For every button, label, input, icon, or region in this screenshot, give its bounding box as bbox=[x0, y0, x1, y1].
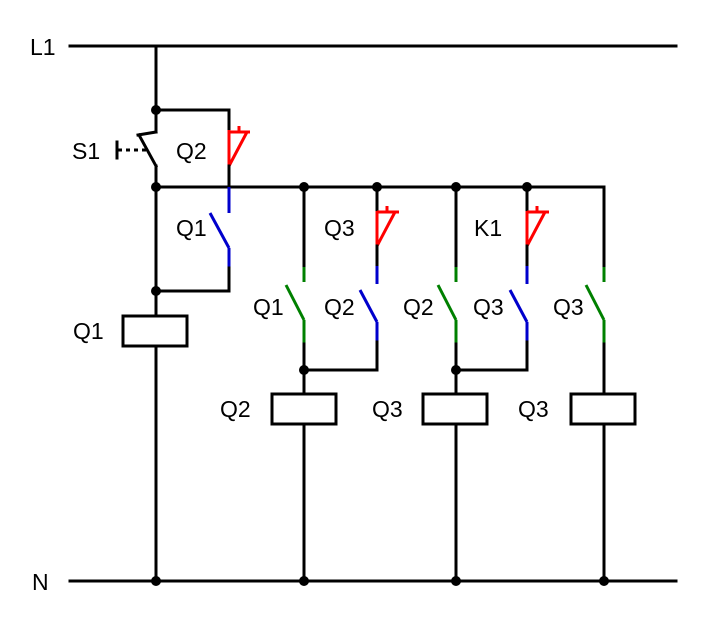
q2-no-contact-a bbox=[358, 266, 379, 342]
q3-no-contact-a bbox=[508, 266, 529, 342]
junction-dot bbox=[522, 182, 532, 192]
junction-dot bbox=[151, 286, 161, 296]
label-coil-q3-b: Q3 bbox=[518, 396, 549, 422]
junction-dot bbox=[299, 365, 309, 375]
junction-dot bbox=[151, 576, 161, 586]
label-rail-l1: L1 bbox=[30, 34, 56, 60]
junction-dot bbox=[451, 365, 461, 375]
s1-contact-top bbox=[136, 130, 158, 137]
label-q1-hold: Q1 bbox=[176, 215, 207, 241]
junction-dot bbox=[299, 182, 309, 192]
label-q1-no: Q1 bbox=[253, 294, 284, 320]
coil-q3-a bbox=[421, 392, 489, 426]
label-q3-no-b: Q3 bbox=[553, 294, 584, 320]
label-coil-q2: Q2 bbox=[220, 396, 251, 422]
label-coil-q3-a: Q3 bbox=[372, 396, 403, 422]
junction-dot bbox=[599, 576, 609, 586]
coil-q2 bbox=[270, 392, 338, 426]
label-q3-nc: Q3 bbox=[324, 215, 355, 241]
q3-nc-contact bbox=[375, 206, 399, 247]
junction-dot bbox=[451, 576, 461, 586]
junction-dot bbox=[372, 182, 382, 192]
s1-contact-blade bbox=[136, 132, 159, 169]
coil-q3-b bbox=[569, 392, 637, 426]
label-rail-n: N bbox=[32, 569, 49, 595]
junction-dot bbox=[451, 182, 461, 192]
label-q2-no-b: Q2 bbox=[403, 294, 434, 320]
label-q3-no-a: Q3 bbox=[473, 294, 504, 320]
label-s1: S1 bbox=[72, 138, 100, 164]
junction-dot bbox=[299, 576, 309, 586]
k1-nc-contact bbox=[525, 206, 549, 247]
q1-no-contact bbox=[284, 267, 306, 344]
label-q2-no-a: Q2 bbox=[324, 294, 355, 320]
label-q2-stop: Q2 bbox=[176, 138, 207, 164]
junction-dot bbox=[151, 182, 161, 192]
label-coil-q1: Q1 bbox=[73, 318, 104, 344]
label-k1-nc: K1 bbox=[474, 215, 502, 241]
junction-dots bbox=[151, 105, 609, 586]
junction-dot bbox=[151, 105, 161, 115]
q2-nc-contact bbox=[227, 126, 250, 167]
coil-q1 bbox=[121, 314, 189, 348]
q1-hold-contact bbox=[208, 187, 231, 268]
q3-no-contact-b bbox=[584, 267, 606, 344]
q2-no-contact-b bbox=[436, 267, 458, 344]
